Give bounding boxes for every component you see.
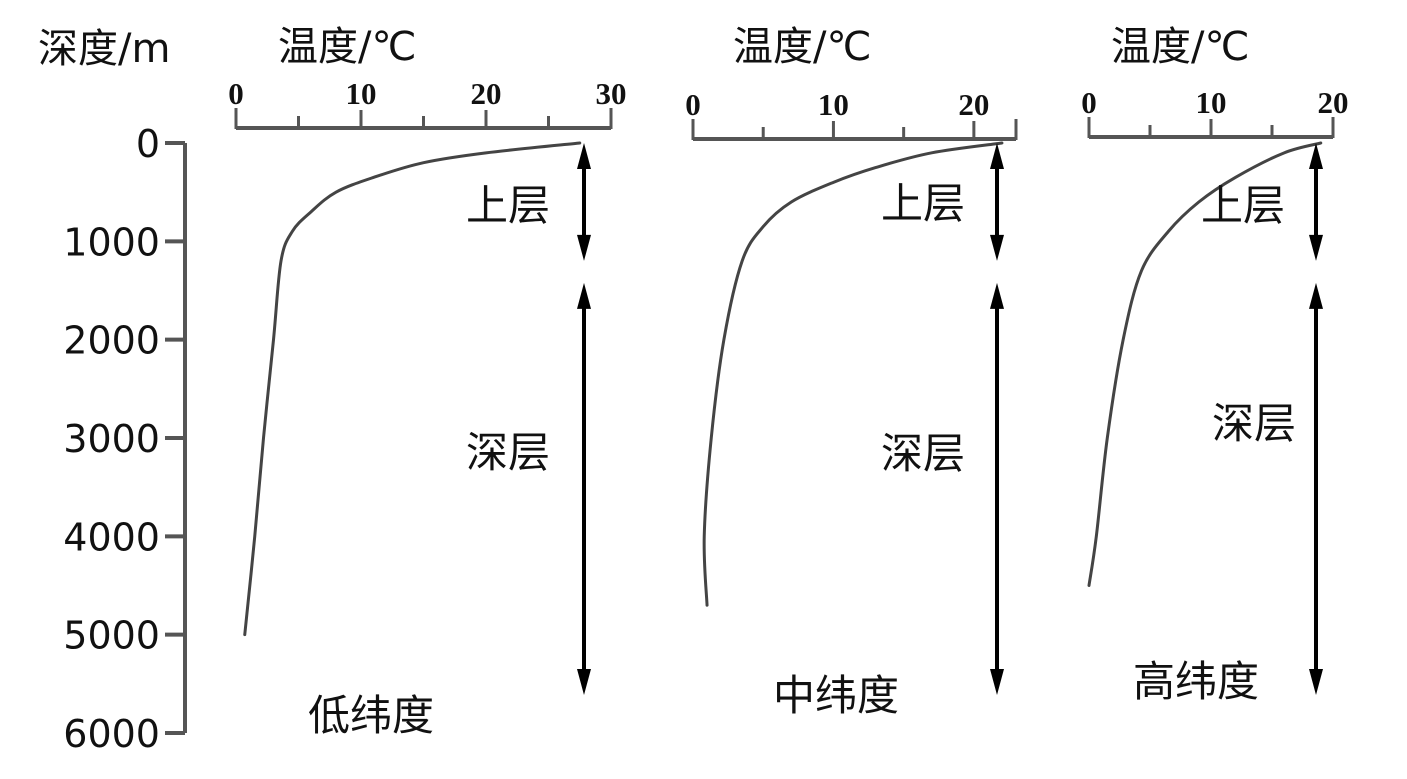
- temperature-tick-label: 0: [228, 76, 244, 111]
- upper-layer-label: 上层: [1201, 181, 1285, 230]
- layer-arrow-head: [577, 234, 591, 261]
- panel-name-label: 高纬度: [1133, 657, 1259, 706]
- upper-layer-label: 上层: [466, 181, 550, 230]
- temperature-tick-label: 30: [596, 76, 627, 111]
- layer-arrow-head: [577, 143, 591, 169]
- depth-axis: 深度/m 0 1000 2000 3000 4000 5000 6000: [38, 26, 187, 756]
- temperature-tick-label: 0: [685, 87, 701, 122]
- depth-tick-label: 4000: [63, 515, 160, 559]
- deep-layer-label: 深层: [1212, 399, 1296, 448]
- layer-arrow-head: [1309, 143, 1323, 169]
- deep-layer-label: 深层: [881, 429, 965, 478]
- temperature-tick-label: 20: [958, 87, 989, 122]
- depth-tick-label: 6000: [63, 712, 160, 756]
- depth-tick-label: 2000: [63, 319, 160, 363]
- layer-arrow-head: [1309, 669, 1323, 695]
- layer-arrow-head: [1309, 234, 1323, 261]
- layer-arrow-head: [990, 234, 1004, 261]
- temperature-profile-curve: [243, 141, 582, 637]
- temperature-tick-label: 0: [1081, 85, 1097, 120]
- temperature-tick-label: 20: [1318, 85, 1349, 120]
- temperature-axis-label: 温度/℃: [278, 24, 416, 70]
- temperature-tick-label: 20: [471, 76, 502, 111]
- panel-name-label: 低纬度: [308, 691, 434, 740]
- temperature-tick-label: 10: [1196, 85, 1227, 120]
- layer-arrow-head: [1309, 282, 1323, 309]
- layer-arrow-head: [577, 669, 591, 695]
- panel-name-label: 中纬度: [773, 671, 899, 720]
- depth-axis-label: 深度/m: [38, 26, 170, 72]
- depth-tick-label: 5000: [63, 614, 160, 658]
- layer-arrow-head: [990, 669, 1004, 695]
- temperature-profile-curve: [702, 141, 1004, 607]
- temperature-axis-label: 温度/℃: [733, 24, 871, 70]
- temperature-tick-label: 10: [346, 76, 377, 111]
- layer-arrow-head: [577, 282, 591, 309]
- layer-arrow-head: [990, 282, 1004, 309]
- upper-layer-label: 上层: [881, 179, 965, 228]
- temperature-tick-label: 10: [818, 87, 849, 122]
- depth-tick-label: 3000: [63, 417, 160, 461]
- depth-tick-label: 1000: [63, 220, 160, 264]
- deep-layer-label: 深层: [466, 428, 550, 477]
- temperature-profile-curve: [1087, 141, 1323, 587]
- layer-arrow-head: [990, 143, 1004, 169]
- temperature-axis-label: 温度/℃: [1111, 24, 1249, 70]
- depth-tick-label: 0: [136, 122, 160, 166]
